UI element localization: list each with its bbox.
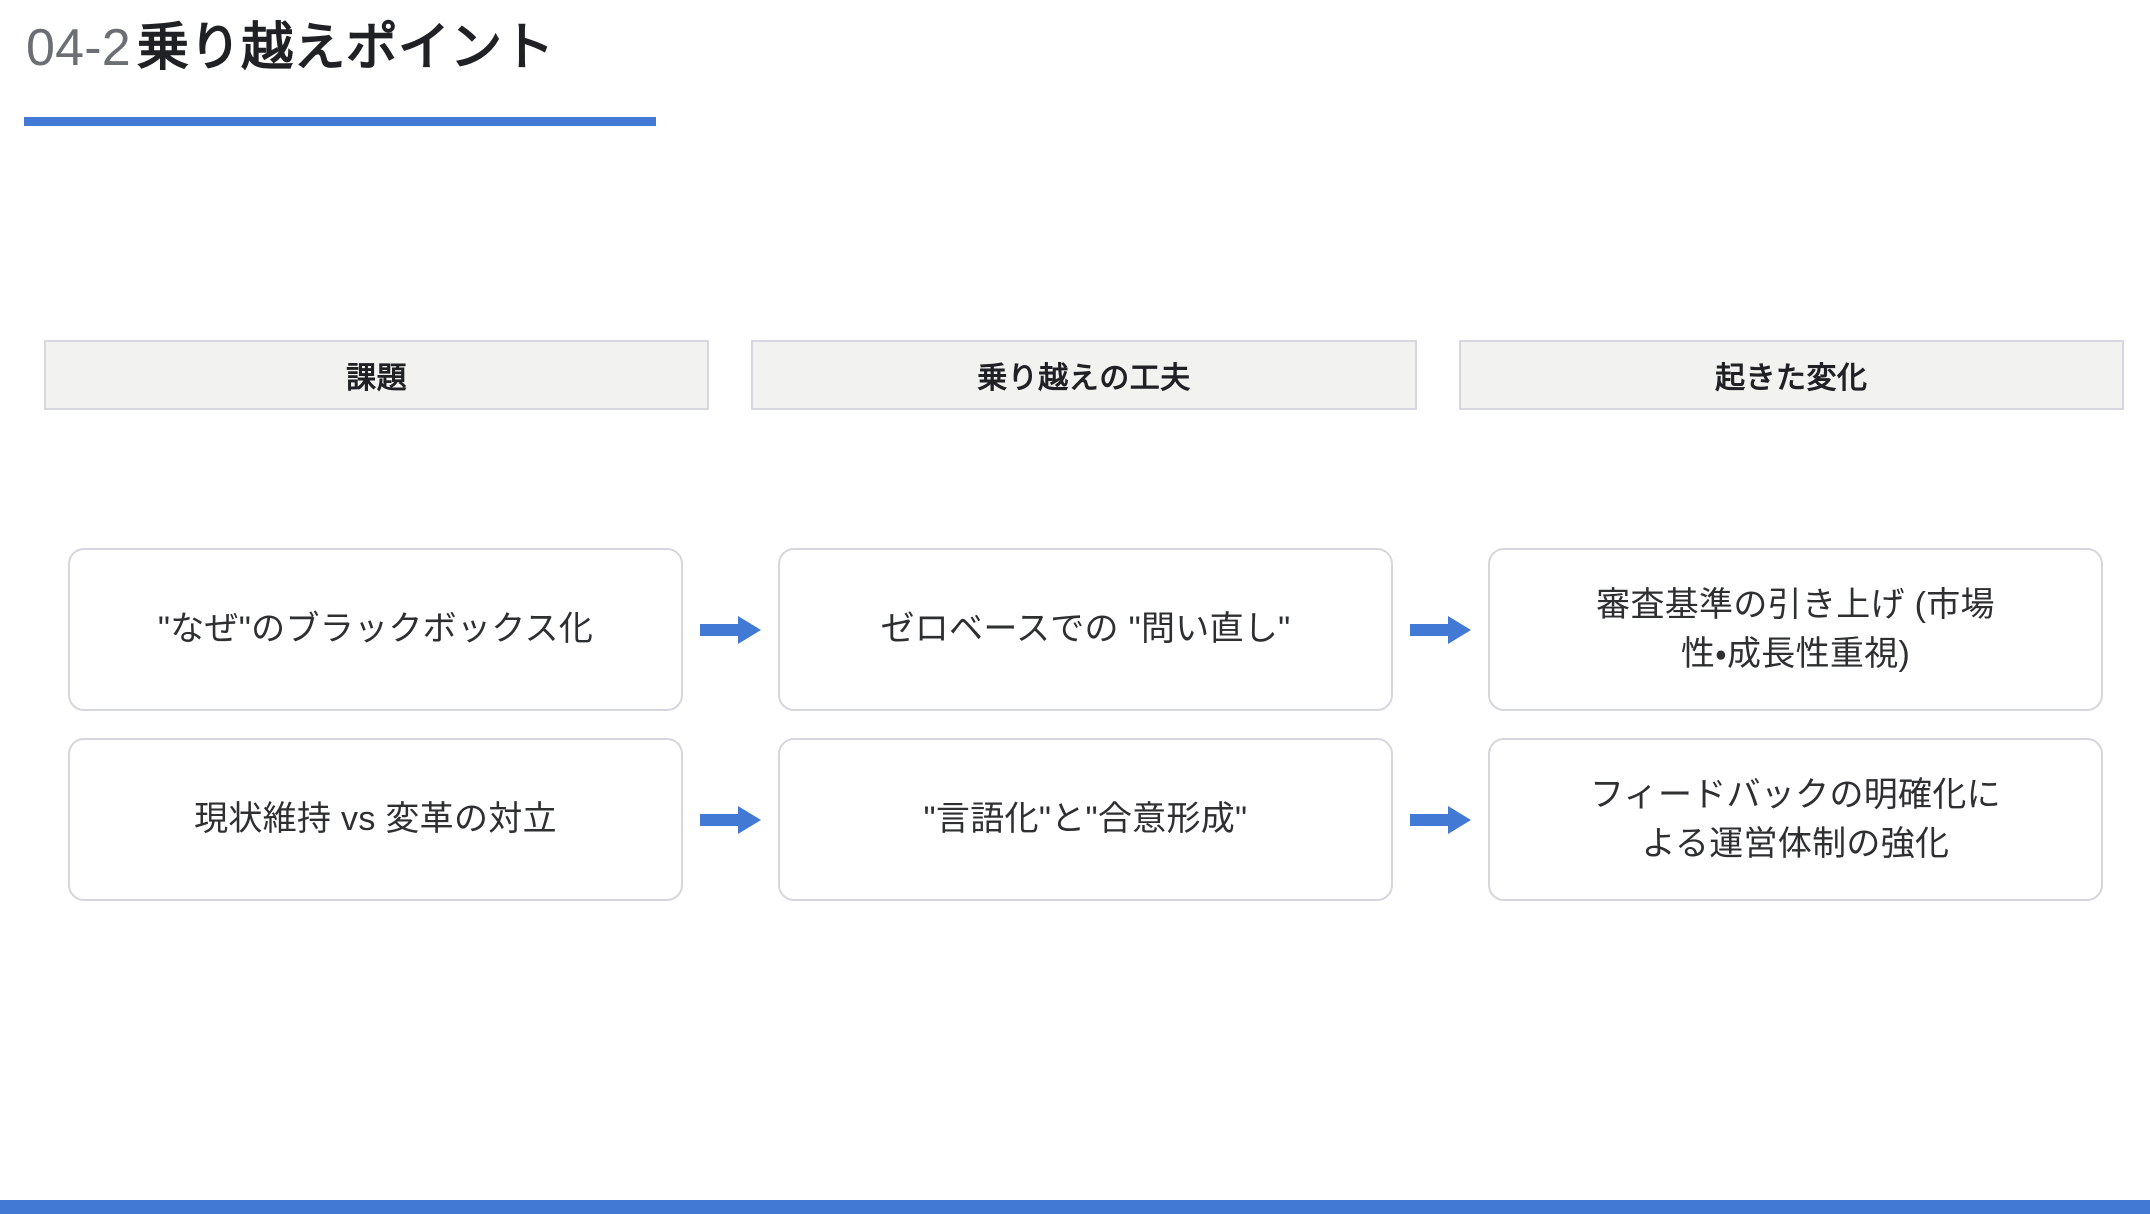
card-text: フィードバックの明確化に よる運営体制の強化 [1590,776,2001,863]
change-card: 審査基準の引き上げ (市場 性・成長性重視) [1488,548,2103,711]
flow-arrow-1 [683,738,778,901]
page-title-number: 04-2 [26,19,131,77]
column-header-approach: 乗り越えの工夫 [751,340,1417,410]
column-header-change: 起きた変化 [1458,340,2124,410]
challenge-card: "なぜ"のブラックボックス化 [68,548,683,711]
card-text: "なぜ"のブラックボックス化 [157,610,594,649]
bottom-accent-bar [0,1200,2150,1214]
flow-arrow-2 [1393,548,1488,711]
page-title-text: 乗り越えポイント [136,19,555,77]
arrow-right-icon [1409,615,1471,644]
challenge-card: 現状維持 vs 変革の対立 [68,738,683,901]
flow-arrow-1 [683,548,778,711]
card-text: ゼロベースでの "問い直し" [880,610,1291,649]
arrow-right-icon [1409,805,1471,834]
card-text: 審査基準の引き上げ (市場 性・成長性重視) [1596,586,1995,673]
approach-card: ゼロベースでの "問い直し" [778,548,1393,711]
arrow-right-icon [699,805,761,834]
approach-card: "言語化"と"合意形成" [778,738,1393,901]
arrow-right-icon [699,615,761,644]
card-text: 現状維持 vs 変革の対立 [194,800,557,839]
title-underline-rule [24,117,656,126]
change-card: フィードバックの明確化に よる運営体制の強化 [1488,738,2103,901]
column-header-label: 乗り越えの工夫 [977,362,1191,395]
flow-arrow-2 [1393,738,1488,901]
column-header-row: 課題 乗り越えの工夫 起きた変化 [44,340,2124,410]
card-text: "言語化"と"合意形成" [923,800,1248,839]
flow-row: 現状維持 vs 変革の対立 "言語化"と"合意形成" フィードバックの明確化に … [68,738,2105,901]
flow-row: "なぜ"のブラックボックス化 ゼロベースでの "問い直し" 審査基準の引き上げ … [68,548,2105,711]
flow-diagram: "なぜ"のブラックボックス化 ゼロベースでの "問い直し" 審査基準の引き上げ … [68,548,2105,901]
column-header-label: 課題 [346,362,408,395]
column-header-label: 起きた変化 [1715,362,1868,395]
column-header-challenge: 課題 [44,340,710,410]
